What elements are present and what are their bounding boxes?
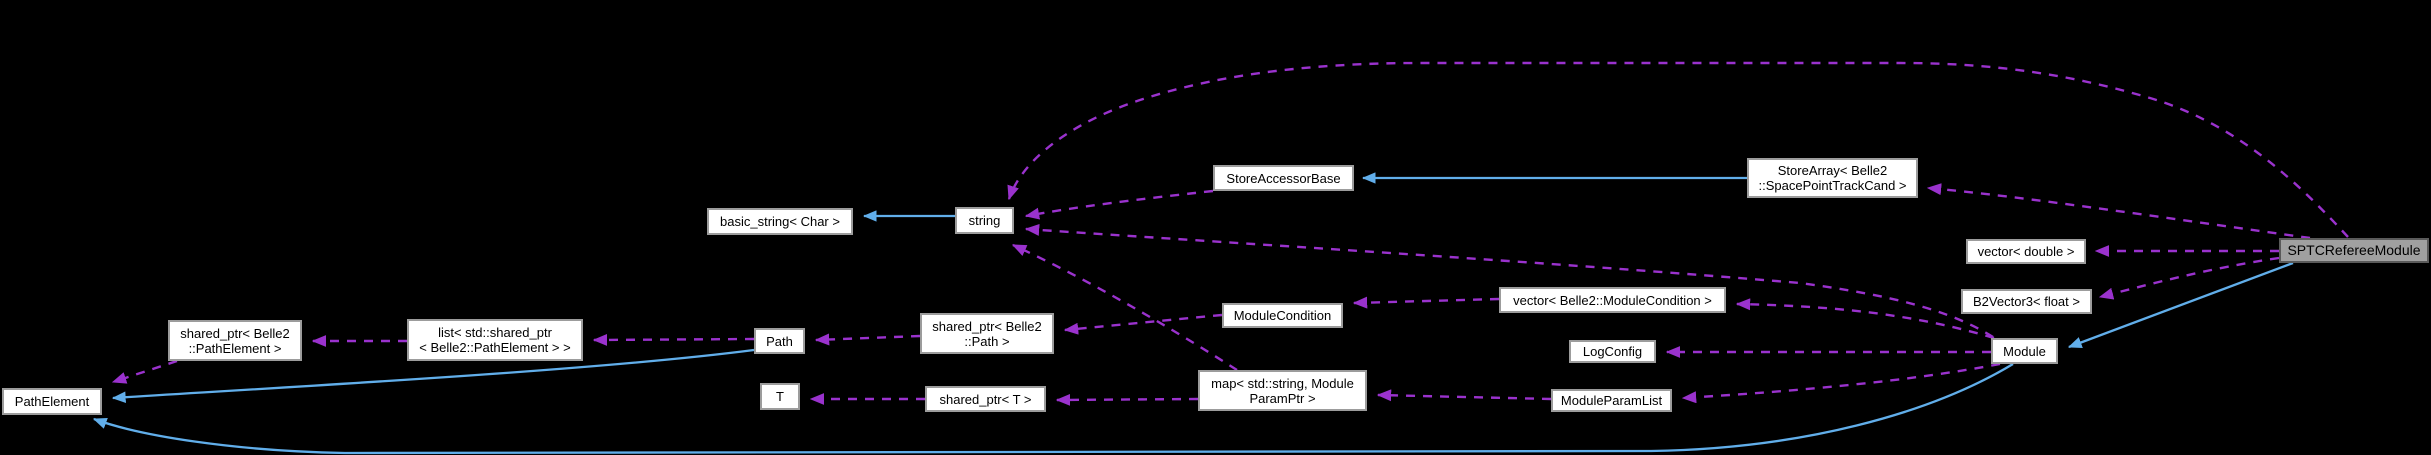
edge-map_string_moduleparamptr-to-shared_ptr_t [1055, 393, 1199, 406]
node-label: Module [2003, 343, 2046, 359]
edge-module-to-path_element [92, 363, 2014, 455]
edge-path-to-path_element [111, 348, 755, 403]
edge-module_condition-to-shared_ptr_path [1063, 313, 1223, 335]
node-label: map< std::string, Module [1211, 375, 1354, 391]
node-label: PathElement [14, 394, 90, 409]
edge-module-to-vector_module_condition [1735, 298, 1995, 340]
edge-vector_module_condition-to-module_condition [1352, 296, 1500, 309]
node-label: ::SpacePointTrackCand > [1758, 178, 1907, 193]
node-label: list< std::shared_ptr [438, 325, 552, 340]
node-label: StoreAccessorBase [1226, 170, 1341, 186]
edge-module-to-module_param_list [1681, 362, 2001, 404]
node-b2vector3_float[interactable]: B2Vector3< float > [1961, 289, 2092, 314]
node-store_accessor_base[interactable]: StoreAccessorBase [1213, 165, 1354, 191]
node-label: ModuleCondition [1233, 308, 1332, 323]
node-module[interactable]: Module [1991, 338, 2058, 364]
edge-map_string_moduleparamptr-to-string [1011, 243, 1238, 372]
node-shared_ptr_path[interactable]: shared_ptr< Belle2::Path > [920, 313, 1054, 354]
node-string[interactable]: string [955, 207, 1014, 234]
node-label: Path [766, 333, 793, 349]
node-label: shared_ptr< Belle2 [932, 318, 1042, 334]
edge-sptc_referee_module-to-b2vector3_float [2098, 256, 2280, 300]
node-label: ParamPtr > [1249, 390, 1316, 406]
node-path[interactable]: Path [754, 328, 805, 354]
node-shared_ptr_t[interactable]: shared_ptr< T > [925, 386, 1046, 412]
edge-sptc_referee_module-to-store_array [1926, 183, 2311, 240]
node-label: StoreArray< Belle2 [1777, 163, 1888, 178]
node-label: vector< Belle2::ModuleCondition > [1513, 292, 1712, 308]
node-log_config[interactable]: LogConfig [1569, 340, 1656, 363]
node-label: basic_string< Char > [720, 214, 840, 229]
node-module_condition[interactable]: ModuleCondition [1222, 303, 1343, 328]
edge-sptc_referee_module-to-module [2067, 261, 2294, 349]
node-label: T [776, 389, 784, 404]
node-label: shared_ptr< T > [939, 391, 1032, 407]
edge-module_param_list-to-map_string_moduleparamptr [1376, 389, 1552, 402]
node-label: B2Vector3< float > [1973, 294, 2080, 309]
node-sptc_referee_module: SPTCRefereeModule [2279, 238, 2429, 263]
edge-sptc_referee_module-to-string [1007, 61, 2349, 238]
node-label: LogConfig [1582, 344, 1643, 359]
node-basic_string[interactable]: basic_string< Char > [707, 208, 853, 235]
node-path_element[interactable]: PathElement [2, 388, 102, 415]
node-label: SPTCRefereeModule [2287, 242, 2421, 258]
node-module_param_list[interactable]: ModuleParamList [1551, 389, 1672, 412]
node-store_array[interactable]: StoreArray< Belle2::SpacePointTrackCand … [1747, 158, 1918, 198]
node-label: string [968, 213, 1001, 228]
node-label: vector< double > [1977, 244, 2075, 259]
node-list_shared_ptr_pathelement[interactable]: list< std::shared_ptr< Belle2::PathEleme… [407, 319, 583, 361]
node-t[interactable]: T [760, 383, 800, 410]
edge-store_accessor_base-to-string [1024, 189, 1214, 220]
node-shared_ptr_pathelement[interactable]: shared_ptr< Belle2::PathElement > [168, 320, 302, 361]
node-vector_module_condition[interactable]: vector< Belle2::ModuleCondition > [1499, 287, 1726, 313]
node-label: ModuleParamList [1560, 393, 1663, 408]
node-label: shared_ptr< Belle2 [180, 325, 290, 341]
node-label: ::PathElement > [188, 340, 282, 356]
node-label: < Belle2::PathElement > > [419, 340, 571, 355]
edge-shared_ptr_path-to-path [814, 333, 921, 346]
node-vector_double[interactable]: vector< double > [1966, 239, 2086, 264]
node-label: ::Path > [964, 333, 1010, 349]
edge-shared_ptr_pathelement-to-path_element [111, 359, 178, 384]
edge-path-to-list_shared_ptr_pathelement [592, 333, 755, 346]
